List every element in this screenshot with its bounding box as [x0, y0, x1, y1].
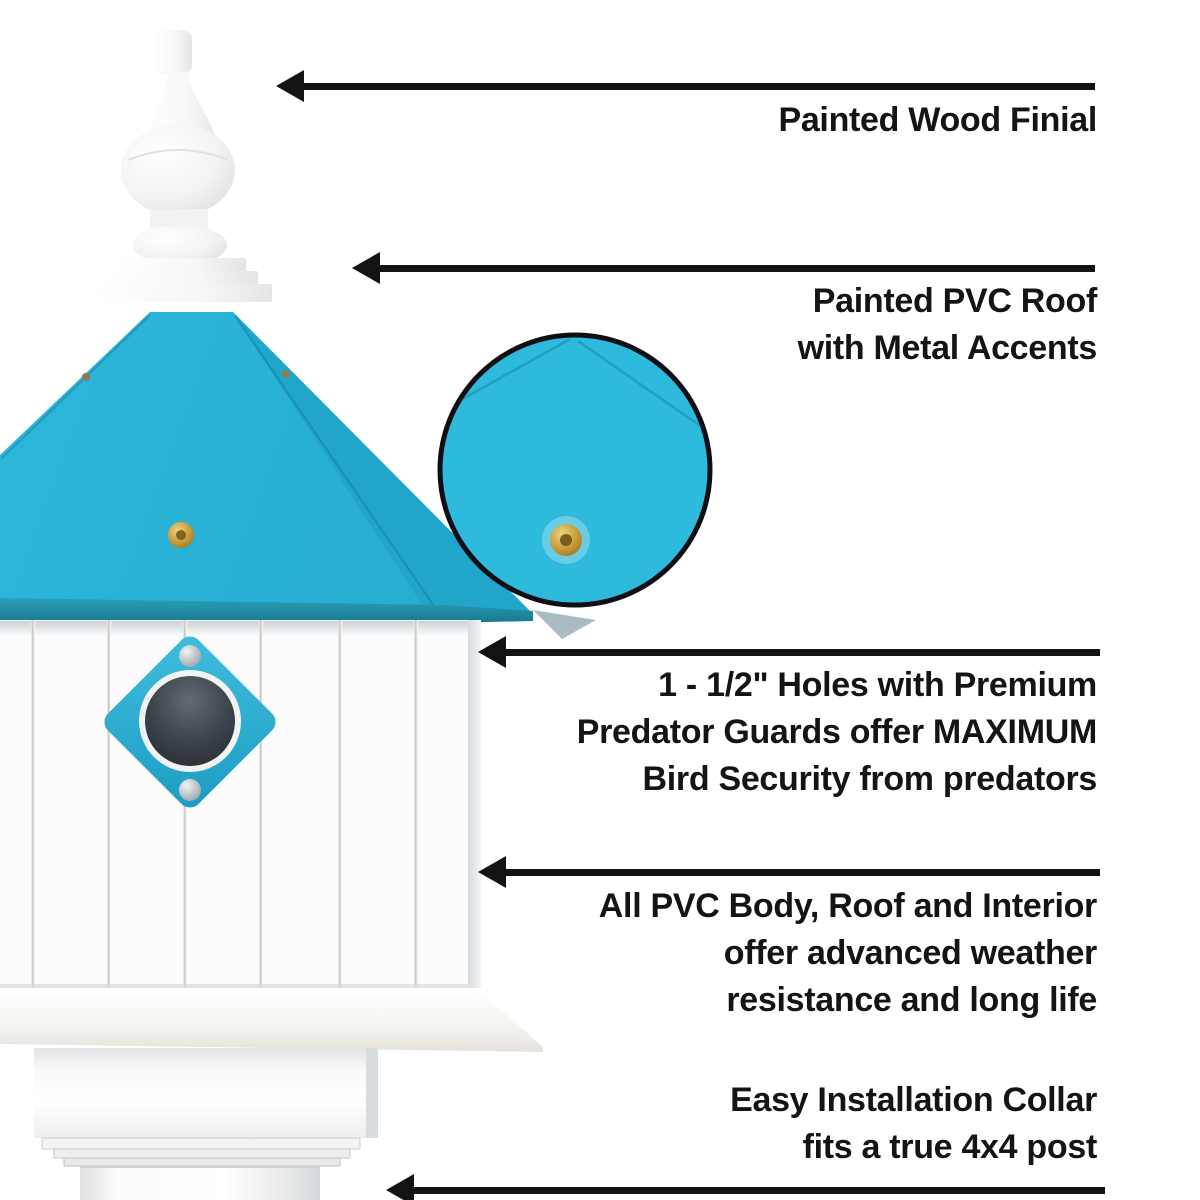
body-arrow-line — [502, 869, 1100, 876]
callout-roof: Painted PVC Roof with Metal Accents — [797, 278, 1098, 372]
finial-arrow-line — [300, 83, 1095, 90]
floor-flange — [0, 988, 543, 1052]
body-bottom-shadow — [0, 984, 468, 989]
magnified-brass-screw-center — [560, 534, 572, 546]
callout-roof-line: with Metal Accents — [797, 329, 1098, 367]
mounting-post — [80, 1166, 320, 1200]
finial-ball-ring — [127, 149, 229, 161]
callout-roof-line: Painted PVC Roof — [812, 282, 1098, 320]
predator-guard — [104, 636, 276, 808]
roof-small-screw-right — [282, 370, 290, 378]
finial-bead — [133, 225, 227, 265]
callout-collar: Easy Installation Collar fits a true 4x4… — [730, 1077, 1097, 1171]
roof-seam-hip — [234, 315, 435, 607]
collar-arrow-icon — [386, 1174, 414, 1200]
callout-holes: 1 - 1/2" Holes with Premium Predator Gua… — [576, 662, 1098, 803]
guard-screw-top — [179, 645, 201, 667]
callout-finial-line: Painted Wood Finial — [778, 101, 1097, 139]
finial-base-step-2 — [106, 271, 258, 287]
magnified-roof-seam-left — [451, 337, 571, 407]
finial-ball — [121, 124, 235, 216]
collar-molding-step-1 — [41, 1137, 361, 1150]
callout-body: All PVC Body, Roof and Interior offer ad… — [598, 883, 1098, 1024]
siding-groove — [258, 620, 264, 990]
roof-drip-edge — [533, 610, 596, 639]
siding-groove — [30, 620, 36, 990]
finial-base-step-3 — [94, 284, 272, 302]
collar-molding-step-2 — [53, 1148, 351, 1159]
siding-groove — [413, 620, 419, 990]
roof-small-screw-left — [82, 373, 90, 381]
siding-groove — [337, 620, 343, 990]
siding-groove — [106, 620, 112, 990]
body-arrow-icon — [478, 856, 506, 888]
guard-screw-bottom — [179, 779, 201, 801]
finial-arrow-icon — [276, 70, 304, 102]
finial-knob — [152, 30, 192, 74]
painted-wood-finial — [94, 30, 272, 302]
base-assembly — [0, 984, 543, 1200]
roof-eave-edge — [0, 598, 533, 623]
collar-arrow-line — [410, 1187, 1105, 1194]
collar-molding-step-3 — [63, 1157, 341, 1167]
finial-base-step-1 — [118, 258, 246, 274]
roof-detail-magnifier — [437, 332, 713, 608]
callout-collar-line: Easy Installation Collar — [730, 1081, 1097, 1119]
callout-finial: Painted Wood Finial — [778, 97, 1097, 144]
magnifier-circle — [437, 332, 713, 608]
callout-holes-line: Bird Security from predators — [642, 760, 1098, 798]
callout-body-line: All PVC Body, Roof and Interior — [598, 887, 1098, 925]
roof-front-face — [0, 312, 440, 608]
holes-arrow-icon — [478, 636, 506, 668]
callout-holes-line: 1 - 1/2" Holes with Premium — [658, 666, 1097, 704]
callout-body-line: resistance and long life — [726, 981, 1097, 1019]
roof-brass-screw-center — [176, 530, 186, 540]
roof-arrow-icon — [352, 252, 380, 284]
callout-holes-line: Predator Guards offer MAXIMUM — [576, 713, 1098, 751]
body-eave-shadow — [0, 621, 468, 636]
collar-side-face — [366, 1048, 378, 1138]
callout-body-line: offer advanced weather — [723, 934, 1098, 972]
magnified-roof-seam-right — [577, 339, 710, 436]
holes-arrow-line — [502, 649, 1100, 656]
installation-collar — [34, 1048, 366, 1138]
callout-collar-line: fits a true 4x4 post — [802, 1128, 1098, 1166]
roof-seam-left — [1, 314, 151, 459]
floor-flange-highlight — [0, 990, 470, 998]
roof-arrow-line — [376, 265, 1095, 272]
entrance-hole — [145, 676, 235, 766]
pvc-body — [0, 620, 481, 990]
body-corner-side-face — [468, 620, 481, 988]
